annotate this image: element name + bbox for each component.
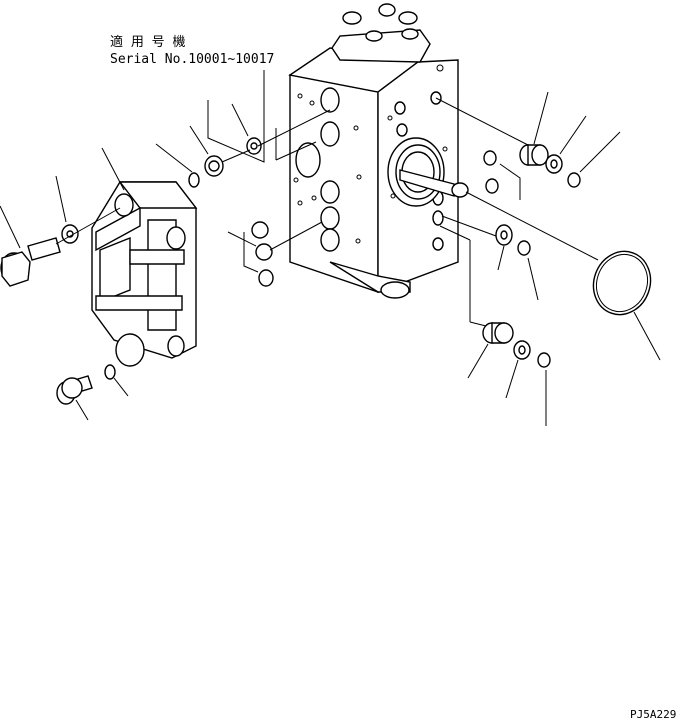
o-ring-right-middle (517, 240, 531, 256)
plug-right-upper (519, 144, 549, 166)
applicable-models-label: 適 用 号 機 (110, 34, 185, 50)
washer-bolt-large (61, 224, 79, 244)
o-ring-body-right-2 (485, 178, 499, 194)
assembly-lines (55, 97, 599, 327)
plug-upper-left (204, 155, 224, 177)
spool-flange (387, 137, 469, 207)
plug-small-right-lower (513, 340, 531, 360)
cover-plate (91, 181, 198, 367)
leader-lines (0, 91, 661, 426)
plug-right-lower (482, 322, 514, 344)
large-o-ring (592, 250, 652, 316)
o-ring-body-right-1 (483, 150, 497, 166)
o-ring-right-lower (537, 352, 551, 368)
plug-right-middle (495, 224, 513, 246)
o-ring-upper-left (188, 172, 200, 188)
serial-bracket (207, 70, 265, 163)
bolt-small (56, 375, 93, 405)
top-bolt-heads (331, 3, 431, 63)
washer-upper-left (246, 137, 262, 155)
o-ring-set-left (243, 221, 274, 287)
valve-body (288, 3, 469, 299)
drawing-code: PJ5A229 (630, 708, 676, 721)
bolt-large (0, 237, 61, 287)
plug-small-right-upper (545, 154, 563, 174)
serial-number-range: Serial No.10001~10017 (110, 52, 274, 67)
o-ring-right-upper (567, 172, 581, 188)
o-ring-bracket-right (499, 163, 521, 200)
o-ring-small-bolt (104, 364, 116, 380)
